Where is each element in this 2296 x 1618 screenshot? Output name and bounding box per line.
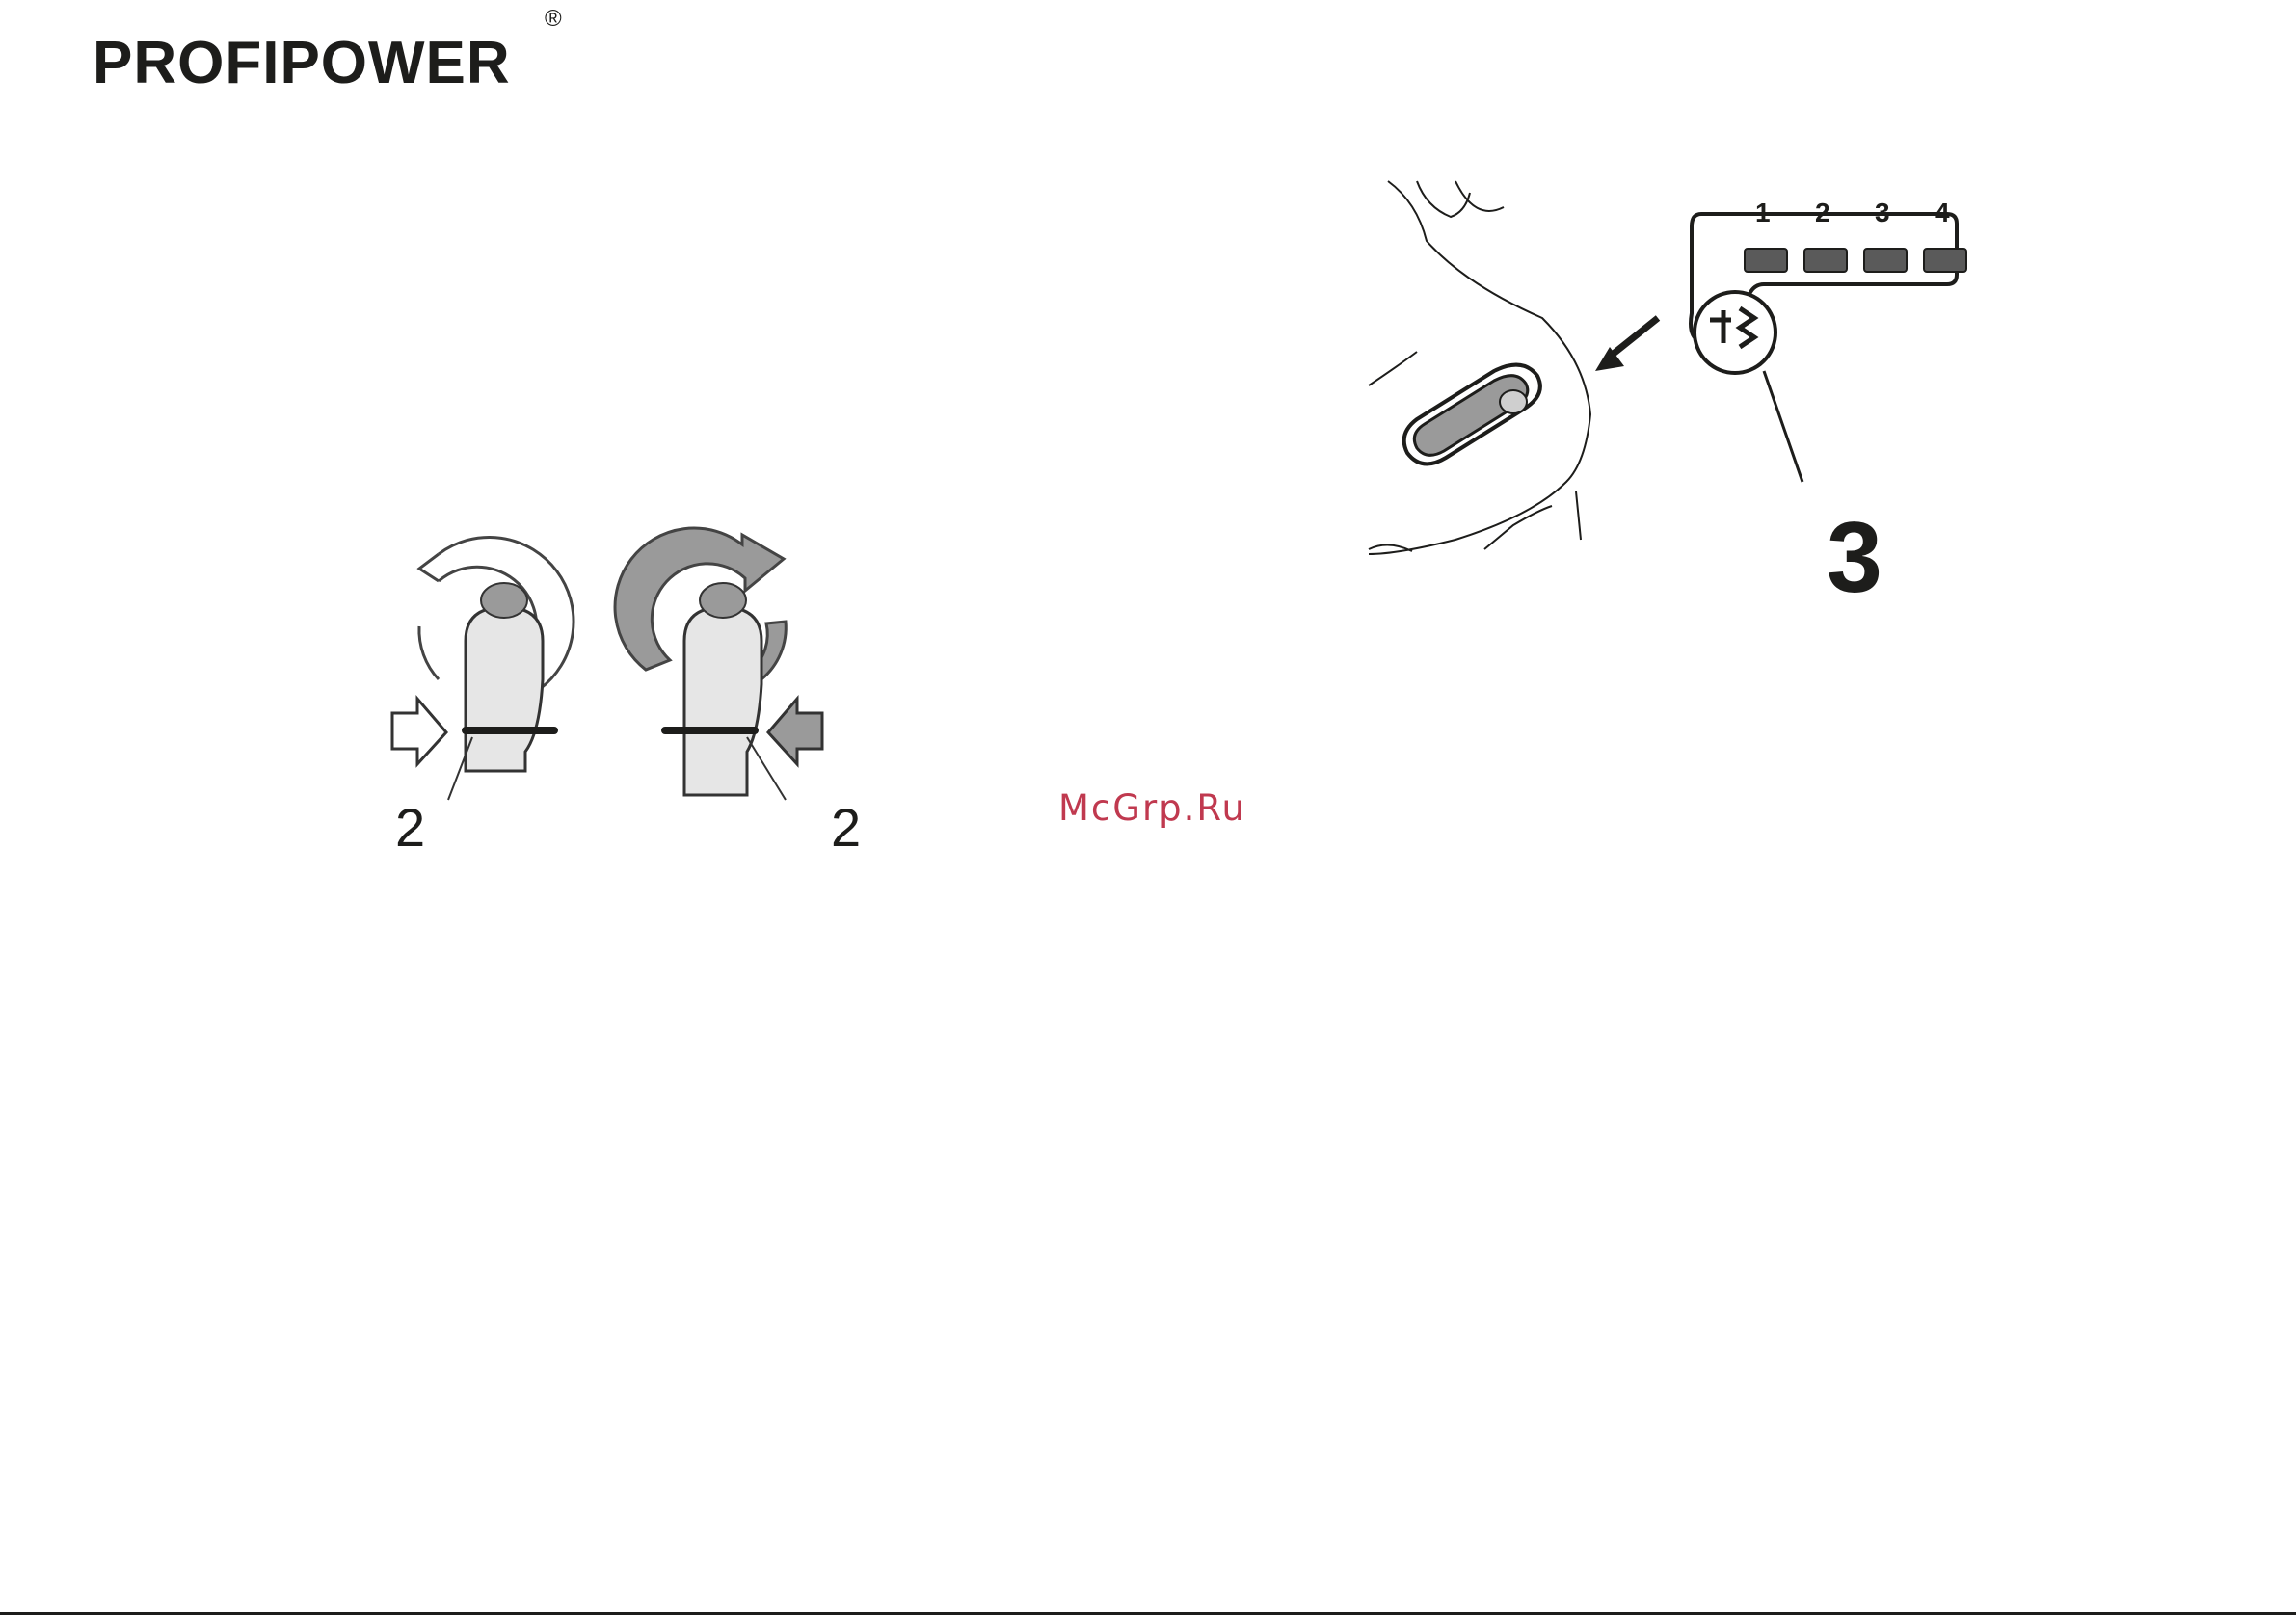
indicator-level-4: 4 bbox=[1935, 198, 1950, 228]
indicator-level-2: 2 bbox=[1815, 198, 1830, 228]
left-chuck bbox=[392, 537, 574, 800]
led-3 bbox=[1864, 249, 1907, 272]
led-indicators bbox=[1745, 249, 1966, 272]
brand-logo: PROFIPOWER bbox=[93, 29, 511, 97]
led-1 bbox=[1745, 249, 1787, 272]
callout-2-left: 2 bbox=[395, 796, 425, 859]
indicator-level-3: 3 bbox=[1875, 198, 1890, 228]
right-chuck bbox=[615, 528, 822, 800]
footer-divider bbox=[0, 1612, 2296, 1615]
indicator-level-1: 1 bbox=[1755, 198, 1771, 228]
chuck-rotation-illustration bbox=[381, 516, 882, 867]
chuck-rotation-figure bbox=[381, 516, 882, 867]
callout-3: 3 bbox=[1827, 501, 1882, 616]
registered-mark: ® bbox=[545, 6, 562, 33]
led-4 bbox=[1924, 249, 1966, 272]
callout-2-right: 2 bbox=[831, 796, 861, 859]
led-2 bbox=[1804, 249, 1847, 272]
indicator-illustration bbox=[1359, 173, 1986, 597]
watermark: McGrp.Ru bbox=[1058, 787, 1246, 829]
indicator-figure bbox=[1359, 173, 1986, 597]
